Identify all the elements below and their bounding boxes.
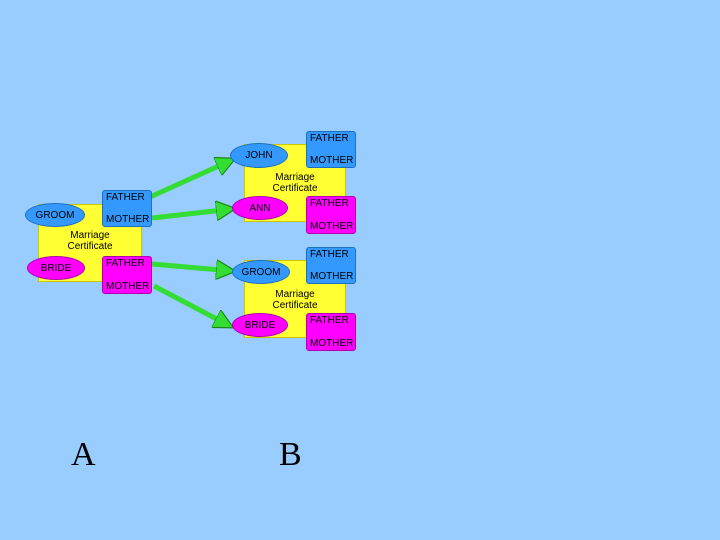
caption-a: A	[71, 436, 96, 473]
groom-mother-a: MOTHER	[106, 214, 150, 225]
groom-father-b2: FATHER	[310, 249, 349, 260]
certificate-a-title-line1: Marriage	[70, 230, 110, 241]
bride-oval-b1: ANN	[232, 196, 288, 220]
groom-label-b1: JOHN	[245, 150, 273, 161]
certificate-b1-title-line2: Certificate	[272, 183, 318, 194]
arrow-groom-father-to-john	[148, 160, 232, 200]
arrow-bride-father-to-groom	[151, 264, 232, 271]
groom-oval-a: GROOM	[25, 203, 85, 227]
bride-mother-b2: MOTHER	[310, 338, 354, 349]
bride-oval-b2: BRIDE	[232, 313, 288, 337]
groom-father-b1: FATHER	[310, 133, 349, 144]
bride-label-a: BRIDE	[40, 262, 72, 274]
groom-parents-b1: FATHER MOTHER	[306, 131, 356, 168]
caption-b: B	[279, 436, 302, 473]
groom-parents-a: FATHER MOTHER	[102, 190, 152, 227]
bride-oval-a: BRIDE	[27, 256, 85, 280]
certificate-b1-title-line1: Marriage	[275, 172, 315, 183]
bride-parents-b1: FATHER MOTHER	[306, 196, 356, 234]
arrow-groom-mother-to-ann	[151, 209, 232, 218]
bride-mother-a: MOTHER	[106, 281, 150, 292]
arrow-bride-mother-to-bride	[152, 283, 230, 326]
groom-mother-b2: MOTHER	[310, 271, 354, 282]
bride-parents-b2: FATHER MOTHER	[306, 313, 356, 351]
bride-label-b1: ANN	[249, 202, 271, 214]
certificate-b2-title-line1: Marriage	[275, 289, 315, 300]
groom-parents-b2: FATHER MOTHER	[306, 247, 356, 284]
bride-parents-a: FATHER MOTHER	[102, 256, 152, 294]
certificate-b2-title: Marriage Certificate	[245, 289, 345, 311]
bride-father-a: FATHER	[106, 258, 145, 269]
groom-oval-b1: JOHN	[230, 143, 288, 168]
groom-mother-b1: MOTHER	[310, 155, 354, 166]
groom-label-b2: GROOM	[241, 266, 281, 278]
bride-father-b1: FATHER	[310, 198, 349, 209]
certificate-b1-title: Marriage Certificate	[245, 172, 345, 194]
groom-label-a: GROOM	[35, 209, 75, 221]
certificate-a-title-line2: Certificate	[67, 241, 113, 252]
groom-father-a: FATHER	[106, 192, 145, 203]
certificate-b2-title-line2: Certificate	[272, 300, 318, 311]
groom-oval-b2: GROOM	[232, 260, 290, 284]
bride-father-b2: FATHER	[310, 315, 349, 326]
bride-mother-b1: MOTHER	[310, 221, 354, 232]
certificate-a-title: Marriage Certificate	[39, 230, 141, 252]
bride-label-b2: BRIDE	[244, 319, 276, 331]
